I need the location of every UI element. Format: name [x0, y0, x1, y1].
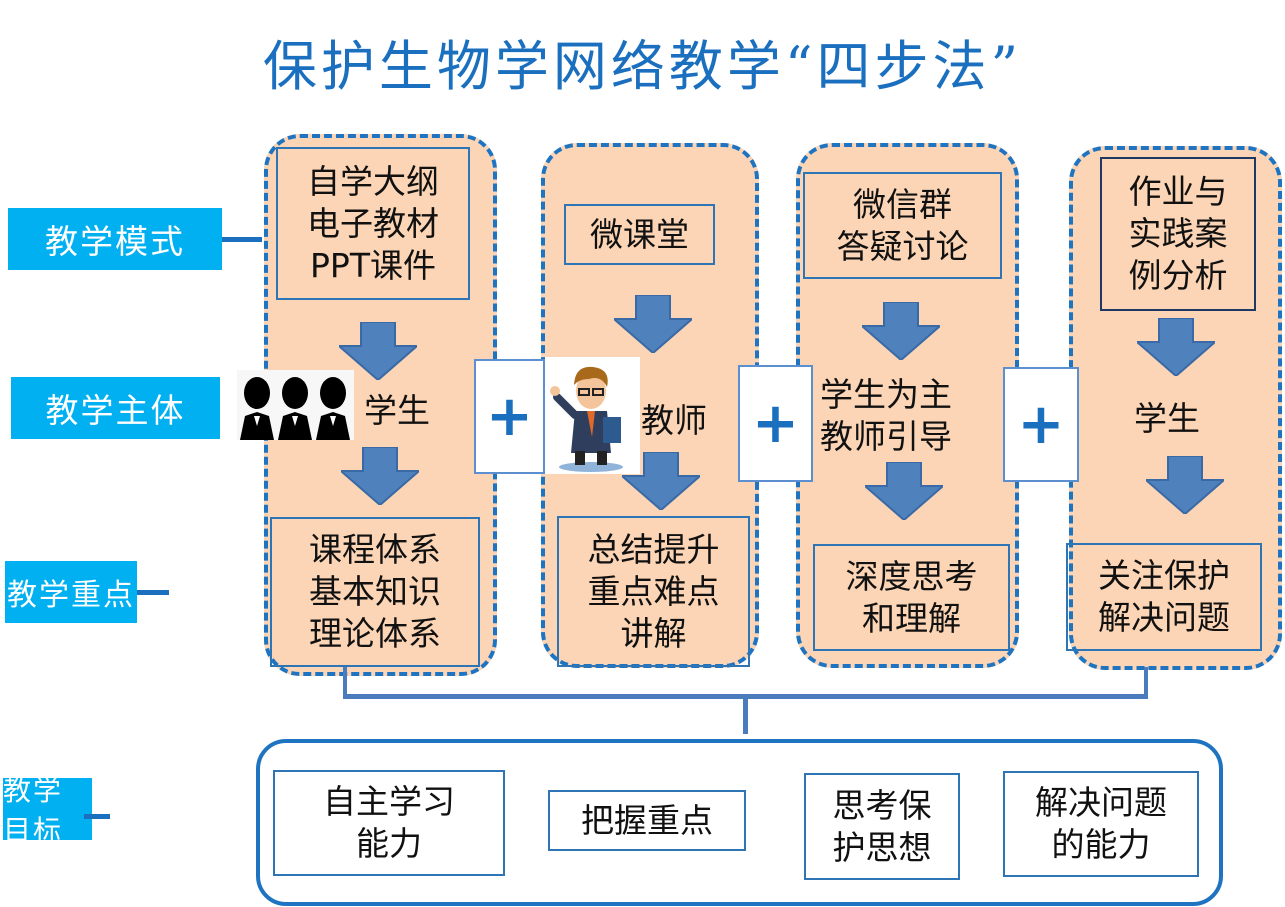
teacher-icon: [545, 357, 640, 474]
plus-icon: +: [474, 359, 545, 474]
step-1-mode: 自学大纲 电子教材 PPT课件: [276, 147, 470, 300]
step-2-focus: 总结提升 重点难点 讲解: [557, 516, 750, 667]
down-arrow-icon: [622, 452, 700, 510]
down-arrow-icon: [1146, 456, 1224, 514]
row-label-focus: 教学重点: [5, 561, 137, 623]
goal-item: 自主学习 能力: [273, 770, 505, 876]
connector-goal: [84, 814, 110, 819]
connector-focus: [137, 590, 169, 595]
row-label-mode: 教学模式: [8, 208, 222, 270]
goal-item: 把握重点: [548, 790, 746, 851]
connector-line: [343, 667, 347, 698]
down-arrow-icon: [865, 462, 943, 520]
step-4-mode: 作业与 实践案 例分析: [1100, 157, 1256, 311]
step-3-mode: 微信群 答疑讨论: [803, 172, 1002, 279]
step-4-column: [1069, 146, 1282, 670]
down-arrow-icon: [339, 322, 417, 380]
goal-item: 解决问题 的能力: [1003, 771, 1199, 877]
step-4-focus: 关注保护 解决问题: [1066, 543, 1262, 651]
diagram-title: 保护生物学网络教学“四步法”: [262, 35, 1023, 98]
step-4-subject: 学生: [1134, 399, 1200, 438]
step-3-subject: 学生为主 教师引导: [820, 375, 952, 456]
row-label-subject: 教学主体: [11, 377, 220, 439]
step-1-subject: 学生: [364, 391, 430, 430]
students-icon: [237, 370, 354, 440]
step-2-mode: 微课堂: [564, 204, 715, 265]
down-arrow-icon: [341, 447, 419, 505]
connector-mode: [222, 237, 262, 242]
step-3-focus: 深度思考 和理解: [813, 544, 1010, 651]
plus-icon: +: [738, 365, 813, 482]
row-label-goal: 教学目标: [3, 774, 92, 847]
down-arrow-icon: [614, 295, 692, 353]
plus-icon: +: [1003, 367, 1079, 482]
down-arrow-icon: [1137, 318, 1215, 376]
connector-line: [1144, 667, 1148, 698]
step-2-subject: 教师: [641, 401, 707, 440]
step-1-focus: 课程体系 基本知识 理论体系: [270, 517, 480, 667]
down-arrow-icon: [862, 302, 940, 360]
connector-line: [343, 694, 1148, 699]
connector-line: [743, 698, 748, 734]
goal-item: 思考保 护思想: [804, 773, 960, 880]
